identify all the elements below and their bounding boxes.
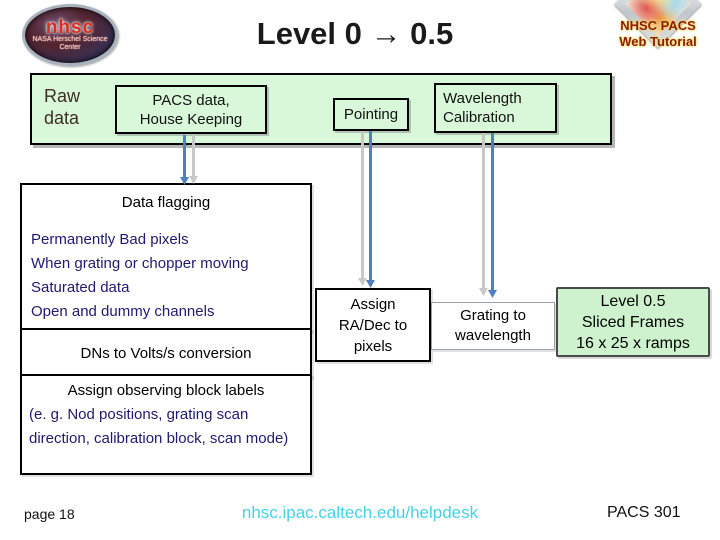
dns-conversion-box: DNs to Volts/s conversion xyxy=(20,328,312,378)
helpdesk-link[interactable]: nhsc.ipac.caltech.edu/helpdesk xyxy=(241,503,479,522)
grating-line2: wavelength xyxy=(455,327,531,344)
input-banner: Raw data PACS data, House Keeping Pointi… xyxy=(30,73,612,145)
observing-block-box: Assign observing block labels (e. g. Nod… xyxy=(20,374,312,475)
arrow-pointing-to-radec xyxy=(358,131,375,288)
pacs-data-line1: PACS data, xyxy=(152,91,230,109)
arrow-wavelength-to-grating xyxy=(479,133,497,298)
raw-data-label: Raw data xyxy=(44,85,80,129)
level05-result-box: Level 0.5 Sliced Frames 16 x 25 x ramps xyxy=(556,287,710,357)
nhsc-logo-subtitle: NASA Herschel Science xyxy=(32,35,108,43)
grating-wavelength-box: Grating to wavelength xyxy=(431,302,555,350)
level05-line3: 16 x 25 x ramps xyxy=(576,334,690,352)
page-number: page 18 xyxy=(24,506,75,522)
radec-line3: pixels xyxy=(353,337,393,355)
data-flagging-title: Data flagging xyxy=(121,194,211,211)
web-tutorial-logo: NHSC PACS Web Tutorial xyxy=(606,0,710,70)
nhsc-logo-word: nhsc xyxy=(45,16,95,38)
observing-block-line1: Assign observing block labels xyxy=(67,382,265,399)
data-flagging-list: Permanently Bad pixels When grating or c… xyxy=(22,228,310,324)
observing-block-detail: (e. g. Nod positions, grating scan direc… xyxy=(29,406,289,447)
flag-item-grating-chopper: When grating or chopper moving xyxy=(31,255,249,272)
radec-line2: RA/Dec to xyxy=(338,316,408,334)
slide-title: Level 0 → 0.5 xyxy=(256,16,454,51)
flag-item-saturated: Saturated data xyxy=(31,279,130,296)
pacs-data-box: PACS data, House Keeping xyxy=(115,85,267,134)
pointing-box: Pointing xyxy=(333,98,409,131)
web-tutorial-logo-text: NHSC PACS Web Tutorial xyxy=(606,18,710,50)
flag-item-bad-pixels: Permanently Bad pixels xyxy=(31,231,189,248)
wavelength-calibration-box: Wavelength Calibration xyxy=(434,83,557,133)
pacs-data-line2: House Keeping xyxy=(139,110,243,128)
wavelength-line2: Calibration xyxy=(443,109,515,126)
level05-line1: Level 0.5 xyxy=(600,292,666,310)
data-flagging-box: Data flagging Permanently Bad pixels Whe… xyxy=(20,183,312,332)
pointing-label: Pointing xyxy=(343,106,399,123)
flag-item-open-dummy: Open and dummy channels xyxy=(31,303,215,320)
assign-radec-box: Assign RA/Dec to pixels xyxy=(315,288,431,362)
radec-line1: Assign xyxy=(350,295,396,313)
level05-line2: Sliced Frames xyxy=(581,313,685,331)
raw-data-line2: data xyxy=(44,108,80,128)
grating-line1: Grating to xyxy=(460,307,526,324)
wavelength-line1: Wavelength xyxy=(443,90,522,107)
nhsc-logo: nhsc NASA Herschel Science Center xyxy=(22,4,118,66)
nhsc-logo-subtitle2: Center xyxy=(59,43,81,51)
course-label: PACS 301 xyxy=(607,504,681,521)
web-tutorial-line2: Web Tutorial xyxy=(619,34,697,49)
dns-conversion-label: DNs to Volts/s conversion xyxy=(80,344,252,362)
raw-data-line1: Raw xyxy=(44,86,81,106)
web-tutorial-line1: NHSC PACS xyxy=(620,18,696,33)
